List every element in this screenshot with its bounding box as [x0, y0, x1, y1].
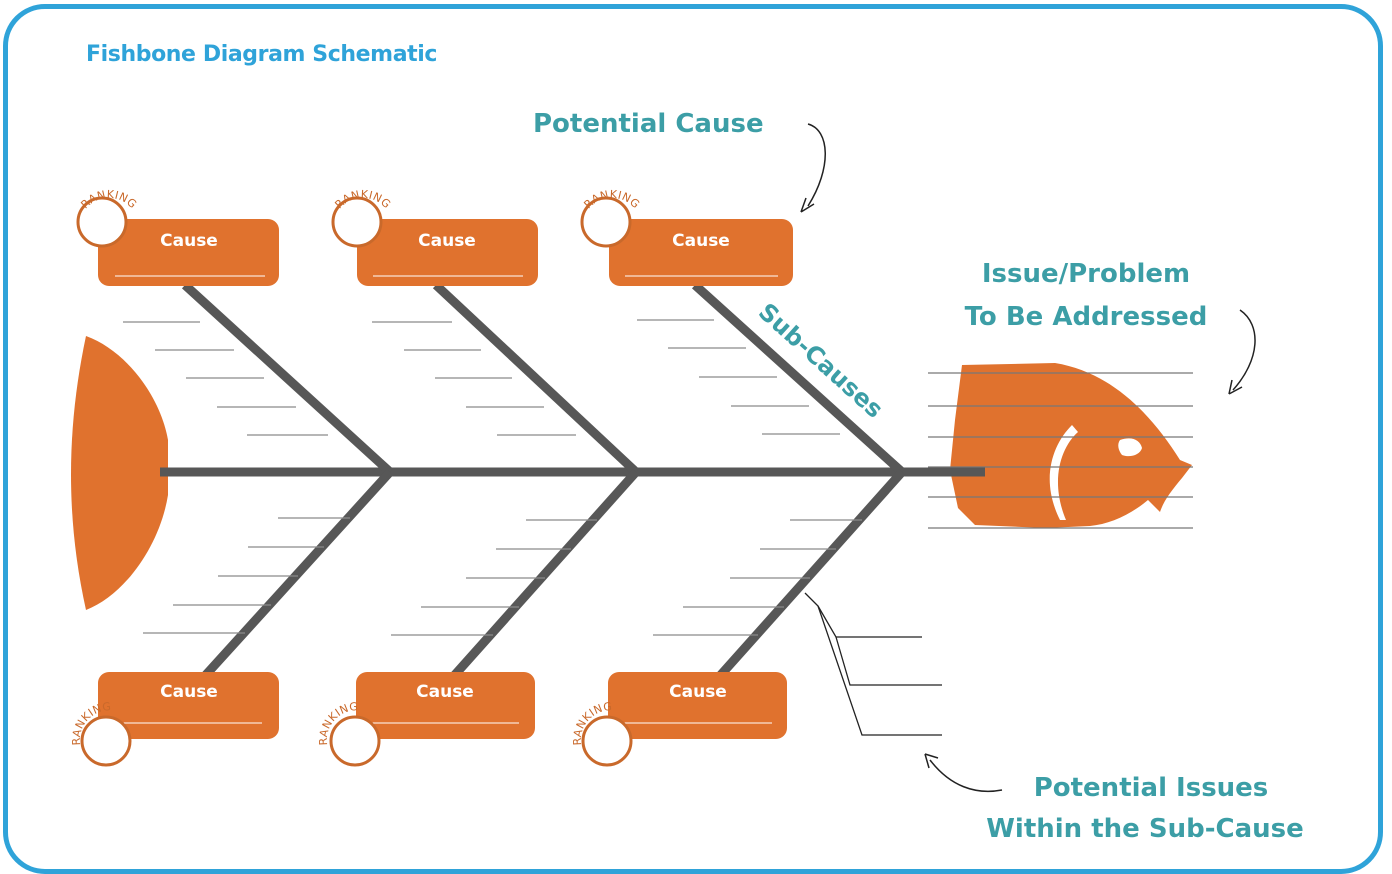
arrow-potential-issues	[924, 753, 1003, 793]
bone-top-1	[432, 281, 640, 476]
bone-bottom-0	[199, 468, 394, 682]
label-problem-line2: To Be Addressed	[965, 302, 1208, 332]
ranking-circle-top-2[interactable]: RANKING	[580, 188, 642, 248]
cause-label: Cause	[669, 682, 727, 702]
label-potential-cause: Potential Cause	[533, 109, 764, 139]
bone-bottom-2	[714, 469, 906, 681]
fishbone-structure	[160, 281, 985, 682]
problem-lines	[928, 372, 1193, 529]
cause-label: Cause	[416, 682, 474, 702]
label-issues-line1: Potential Issues	[1034, 773, 1269, 803]
arrow-potential-cause	[800, 123, 826, 213]
cause-label: Cause	[160, 682, 218, 702]
fish-head	[950, 363, 1192, 528]
bone-top-0	[181, 281, 394, 476]
fish-eye	[1118, 438, 1142, 457]
sub-cause-lines	[123, 319, 862, 636]
arrow-problem	[1228, 309, 1256, 395]
cause-label: Cause	[672, 231, 730, 251]
issue-branch	[804, 592, 942, 736]
label-problem-line1: Issue/Problem	[982, 259, 1190, 289]
cause-box-top-1[interactable]: Cause	[357, 219, 538, 286]
bone-bottom-1	[448, 469, 640, 681]
cause-box-bottom-2[interactable]: Cause	[608, 672, 787, 739]
bone-top-2	[691, 281, 906, 476]
cause-label: Cause	[418, 231, 476, 251]
page-title: Fishbone Diagram Schematic	[86, 42, 438, 67]
fish-gill	[1049, 425, 1078, 520]
fish-tail	[71, 336, 168, 610]
cause-box-bottom-1[interactable]: Cause	[356, 672, 535, 739]
cause-box-top-0[interactable]: Cause	[98, 219, 279, 286]
cause-label: Cause	[160, 231, 218, 251]
cause-box-top-2[interactable]: Cause	[609, 219, 793, 286]
cause-box-bottom-0[interactable]: Cause	[98, 672, 279, 739]
label-issues-line2: Within the Sub-Cause	[986, 814, 1304, 844]
ranking-circle-top-1[interactable]: RANKING	[331, 188, 393, 248]
